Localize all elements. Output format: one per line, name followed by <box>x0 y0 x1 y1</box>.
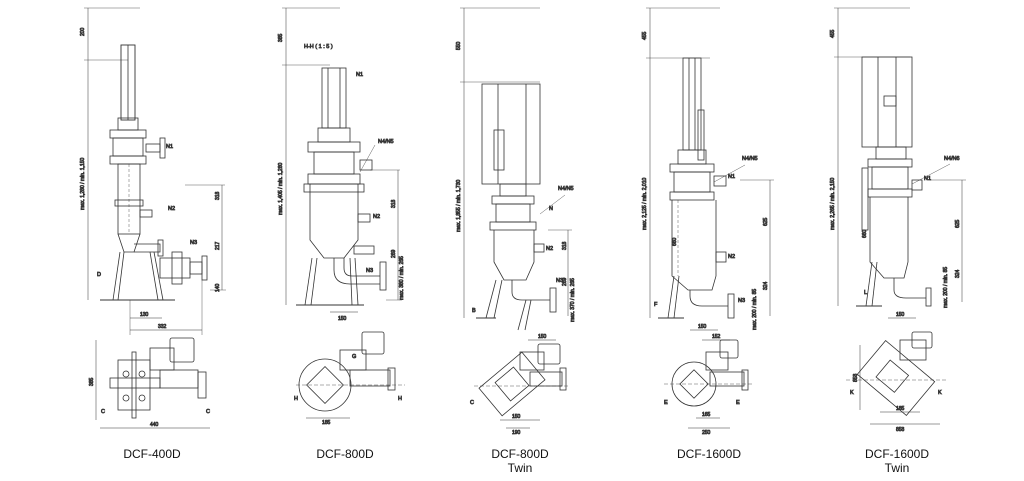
dim-height-range: max. 1,405 / min. 1,280 <box>278 163 284 215</box>
dim-660: 660 <box>862 229 868 238</box>
dim-217: 217 <box>215 241 221 250</box>
dim-130: 130 <box>140 312 149 318</box>
dim-height-range: max. 2,125 / min. 2,010 <box>642 178 648 230</box>
dim-318: 318 <box>391 199 397 208</box>
caption-line1: DCF-400D <box>123 447 181 461</box>
tag-k-right: K <box>938 390 942 396</box>
caption-dcf-800d: DCF-800D <box>305 447 385 461</box>
dim-150: 150 <box>896 312 905 318</box>
tag-n: N <box>549 206 553 212</box>
dim-455: 455 <box>830 29 836 38</box>
dim-385: 385 <box>89 377 95 386</box>
tag-c-left: C <box>101 409 105 415</box>
dim-332: 332 <box>158 324 167 330</box>
dim-elev-range: max. 200 / min. 85 <box>752 289 758 330</box>
dim-height-range: max. 2,265 / min. 2,150 <box>830 178 836 230</box>
tag-n1-top: N1 <box>356 72 363 78</box>
caption-line1: DCF-1600D <box>864 447 930 461</box>
dim-625: 625 <box>763 217 769 226</box>
tag-n1: N1 <box>924 176 931 182</box>
dim-185: 185 <box>322 420 331 426</box>
tag-n4-n5: N4/N5 <box>378 139 394 145</box>
caption-line2: Twin <box>884 461 910 475</box>
dim-440: 440 <box>150 422 159 428</box>
dim-150: 150 <box>538 334 547 340</box>
tag-n2: N2 <box>728 254 735 260</box>
tag-b: B <box>472 308 476 314</box>
dim-190: 190 <box>512 430 521 436</box>
dcf-1600d-plan: E E 152 165 250 <box>664 334 752 436</box>
dcf-400d-elevation: N1 N2 N3 D 200 max. 1,280 / min. 1,150 3… <box>80 7 226 335</box>
dim-324: 324 <box>763 281 769 290</box>
dim-150: 150 <box>698 324 707 330</box>
tag-n1: N1 <box>166 144 173 150</box>
dim-150: 150 <box>338 316 347 322</box>
tag-n3: N3 <box>190 240 197 246</box>
dim-150-plan: 150 <box>512 414 521 420</box>
dim-152: 152 <box>712 334 721 340</box>
tag-n2: N2 <box>546 246 553 252</box>
dim-858-v: 858 <box>853 373 859 382</box>
dim-318: 318 <box>562 241 568 250</box>
dim-height-range: max. 1,855 / min. 1,730 <box>456 180 462 232</box>
caption-line1: DCF-800D <box>491 447 549 461</box>
tag-n4-n6: N4/N6 <box>944 156 960 162</box>
tag-c-right: C <box>206 409 210 415</box>
dim-height-range: max. 1,280 / min. 1,150 <box>80 158 86 210</box>
tag-h-right: H <box>398 396 402 402</box>
caption-dcf-400d: DCF-400D <box>112 447 192 461</box>
tag-c: C <box>470 400 474 406</box>
dim-200: 200 <box>80 27 86 36</box>
caption-dcf-1600d-twin: DCF-1600D Twin <box>855 447 939 475</box>
dim-385: 385 <box>278 33 284 42</box>
dim-elev-range: max. 370 / min. 265 <box>570 278 576 322</box>
tag-n3: N3 <box>366 268 373 274</box>
dim-318: 318 <box>215 191 221 200</box>
dim-269: 269 <box>562 277 568 286</box>
dim-165: 165 <box>702 412 711 418</box>
tag-k-left: K <box>850 390 854 396</box>
dcf-1600d-twin-elevation: N4/N6 N1 L 455 max. 2,265 / min. 2,150 6… <box>830 7 966 318</box>
caption-dcf-800d-twin: DCF-800D Twin <box>480 447 560 475</box>
dim-625: 625 <box>955 219 961 228</box>
dim-324: 324 <box>955 269 961 278</box>
dcf-800d-twin-plan: C 150 190 <box>470 343 570 436</box>
dim-elev-range: max. 200 / min. 85 <box>943 267 949 308</box>
caption-dcf-1600d: DCF-1600D <box>667 447 751 461</box>
caption-line1: DCF-800D <box>316 447 374 461</box>
dim-455: 455 <box>642 31 648 40</box>
caption-line2: Twin <box>507 461 533 475</box>
dim-elev-range: max. 380 / min. 265 <box>399 256 405 300</box>
section-label: H-H ( 1 : 5 ) <box>304 44 333 50</box>
tag-f: F <box>654 302 658 308</box>
dcf-800d-twin-elevation: N4/N5 N2 N3 B N 550 max. 1,855 / min. 1,… <box>456 7 576 340</box>
dcf-800d-elevation: H-H ( 1 : 5 ) N1 N2 N3 N4/N5 385 max. 1,… <box>278 7 405 322</box>
tag-d: D <box>97 272 101 278</box>
tag-n4-n5: N4/N5 <box>558 186 574 192</box>
tag-n4-n5: N4/N5 <box>742 156 758 162</box>
tag-l: L <box>864 290 867 296</box>
tag-h-left: H <box>294 396 298 402</box>
tag-n2: N2 <box>168 206 175 212</box>
tag-e-left: E <box>664 400 668 406</box>
dcf-1600d-elevation: N4/N5 N1 N2 N3 F 455 max. 2,125 / min. 2… <box>642 7 774 330</box>
dim-250: 250 <box>702 430 711 436</box>
tag-n3: N3 <box>556 278 563 284</box>
dim-550: 550 <box>456 41 462 50</box>
caption-line1: DCF-1600D <box>676 447 742 461</box>
tag-n1: N1 <box>728 174 735 180</box>
dcf-1600d-twin-plan: K K 185 858 858 <box>846 331 946 433</box>
tag-e-right: E <box>736 400 740 406</box>
dim-858-h: 858 <box>896 427 905 433</box>
dim-269: 269 <box>391 249 397 258</box>
dim-185: 185 <box>896 406 905 412</box>
dcf-400d-plan: C C 385 440 <box>89 337 210 428</box>
tag-n3: N3 <box>738 298 745 304</box>
tag-n2: N2 <box>373 214 380 220</box>
dim-140: 140 <box>215 283 221 292</box>
tag-g: G <box>352 354 356 360</box>
dcf-800d-plan: H H G 185 <box>294 331 405 426</box>
dim-660: 660 <box>672 237 678 246</box>
